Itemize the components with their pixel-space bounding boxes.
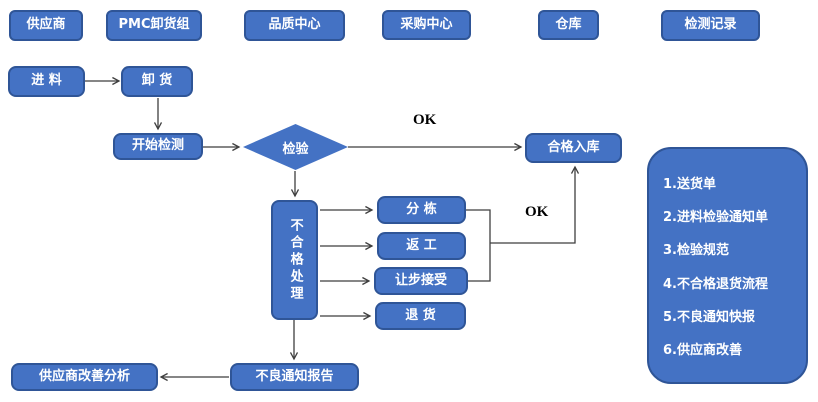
lane-header-pmc-unloading: PMC卸货组: [106, 10, 202, 41]
node-inspection-decision: 检验: [243, 124, 348, 170]
node-supplier-improvement-analysis: 供应商改善分析: [11, 363, 158, 391]
node-sorting: 分 栋: [377, 196, 466, 224]
lane-header-warehouse: 仓库: [538, 10, 599, 40]
documents-panel: 1.送货单 2.进料检验通知单 3.检验规范 4.不合格退货流程 5.不良通知快…: [647, 147, 808, 384]
lane-header-supplier: 供应商: [9, 10, 83, 41]
node-return-goods: 退 货: [375, 302, 466, 330]
node-qualified-storage: 合格入库: [525, 133, 622, 163]
panel-item-delivery-note: 1.送货单: [663, 177, 716, 193]
node-rework: 返 工: [377, 232, 466, 260]
panel-item-inspection-spec: 3.检验规范: [663, 243, 729, 259]
node-unload: 卸 货: [121, 66, 193, 97]
node-nonconforming-handling: 不合格处理: [271, 200, 318, 320]
edge-label-ok-rework: OK: [525, 204, 549, 220]
node-defect-notification-report: 不良通知报告: [230, 363, 359, 391]
panel-item-defect-notification-bulletin: 5.不良通知快报: [663, 309, 755, 325]
lane-header-purchasing-center: 采购中心: [382, 10, 471, 40]
edge-label-ok-inspection: OK: [413, 112, 437, 128]
panel-item-nonconforming-return-process: 4.不合格退货流程: [663, 276, 768, 292]
node-incoming-material: 进 料: [8, 66, 85, 97]
lane-header-inspection-records: 检测记录: [661, 10, 760, 41]
panel-item-incoming-inspection-notice: 2.进料检验通知单: [663, 210, 768, 226]
node-start-inspection: 开始检测: [113, 133, 203, 160]
node-concession-accept: 让步接受: [374, 267, 468, 295]
panel-item-supplier-improvement: 6.供应商改善: [663, 342, 742, 358]
lane-header-quality-center: 品质中心: [244, 10, 345, 41]
